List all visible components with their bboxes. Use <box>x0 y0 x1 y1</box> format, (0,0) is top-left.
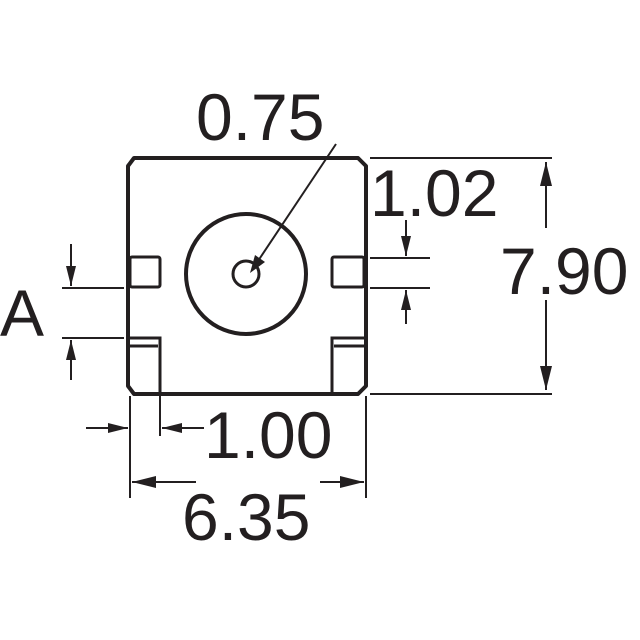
pad-height-label: 1.02 <box>370 156 498 230</box>
pad-bottom-left <box>130 336 162 392</box>
pad-width-arrow-right <box>108 423 128 433</box>
pad-spacing-arrow-up <box>66 340 76 360</box>
hole-diameter-label: 0.75 <box>196 80 324 154</box>
hole-leader-line <box>255 143 337 265</box>
pad-height-arrow-up <box>401 290 411 310</box>
overall-width-label: 6.35 <box>182 480 310 554</box>
pad-height-arrow-down <box>401 236 411 256</box>
overall-width-arrow-right <box>340 476 364 488</box>
pad-bottom-right <box>330 336 364 392</box>
pad-width-arrow-left <box>162 423 182 433</box>
pad-top-right <box>330 255 366 289</box>
pad-top-left <box>128 255 162 289</box>
overall-height-label: 7.90 <box>500 234 628 308</box>
component-body-outline <box>126 156 368 396</box>
rotor-outer-circle <box>184 212 308 336</box>
pad-spacing-arrow-down <box>66 266 76 286</box>
overall-height-arrow-down <box>540 366 552 390</box>
hole-leader-arrowhead <box>250 255 265 273</box>
pad-spacing-label: A <box>0 276 44 350</box>
pad-width-label: 1.00 <box>204 398 332 472</box>
overall-width-arrow-left <box>132 476 156 488</box>
overall-height-arrow-up <box>540 162 552 186</box>
center-hole-circle <box>231 259 261 289</box>
